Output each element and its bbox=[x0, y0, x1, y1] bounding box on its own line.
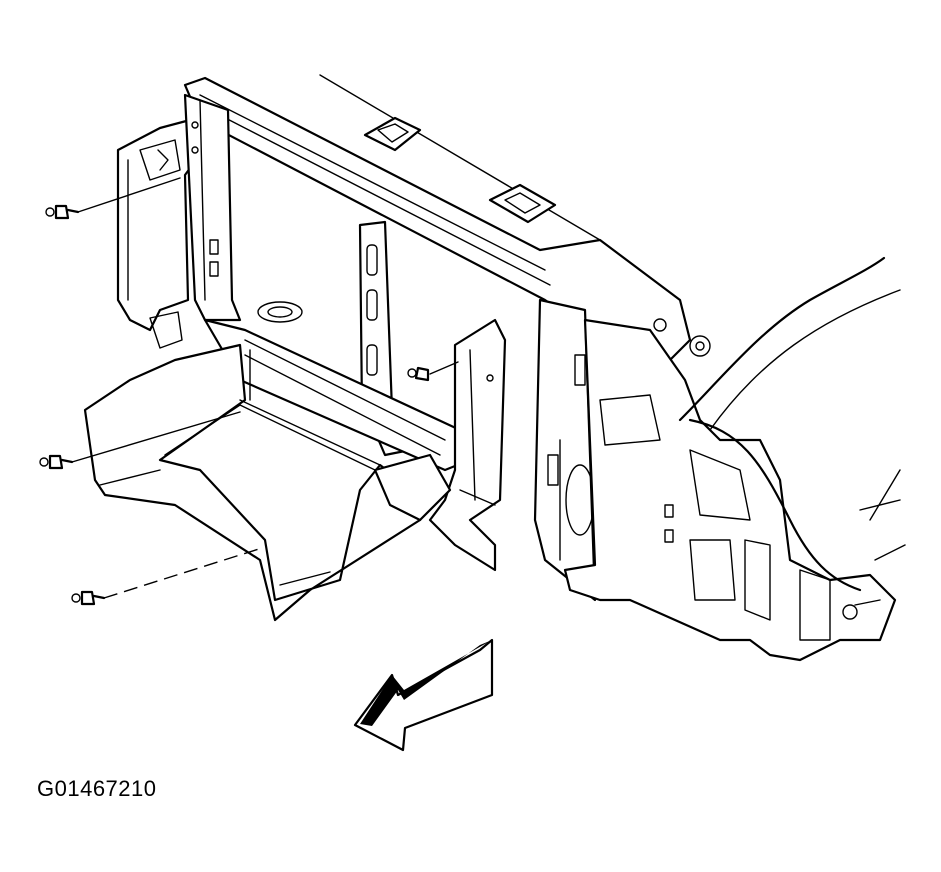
fastener-lower-left bbox=[71, 547, 263, 606]
fastener-upper-left bbox=[45, 177, 181, 220]
left-vertical-post bbox=[183, 93, 242, 322]
upper-tie-bar bbox=[183, 74, 711, 372]
right-side-frame bbox=[563, 318, 897, 662]
figure-id-label: G01467210 bbox=[37, 776, 157, 801]
center-air-deflector bbox=[373, 318, 507, 572]
fastener-center bbox=[407, 361, 459, 382]
left-air-deflector bbox=[83, 343, 422, 622]
right-fender bbox=[678, 256, 906, 592]
fastener-middle-left bbox=[39, 411, 241, 470]
left-side-panel bbox=[116, 118, 198, 349]
forward-direction-arrow bbox=[353, 638, 494, 752]
